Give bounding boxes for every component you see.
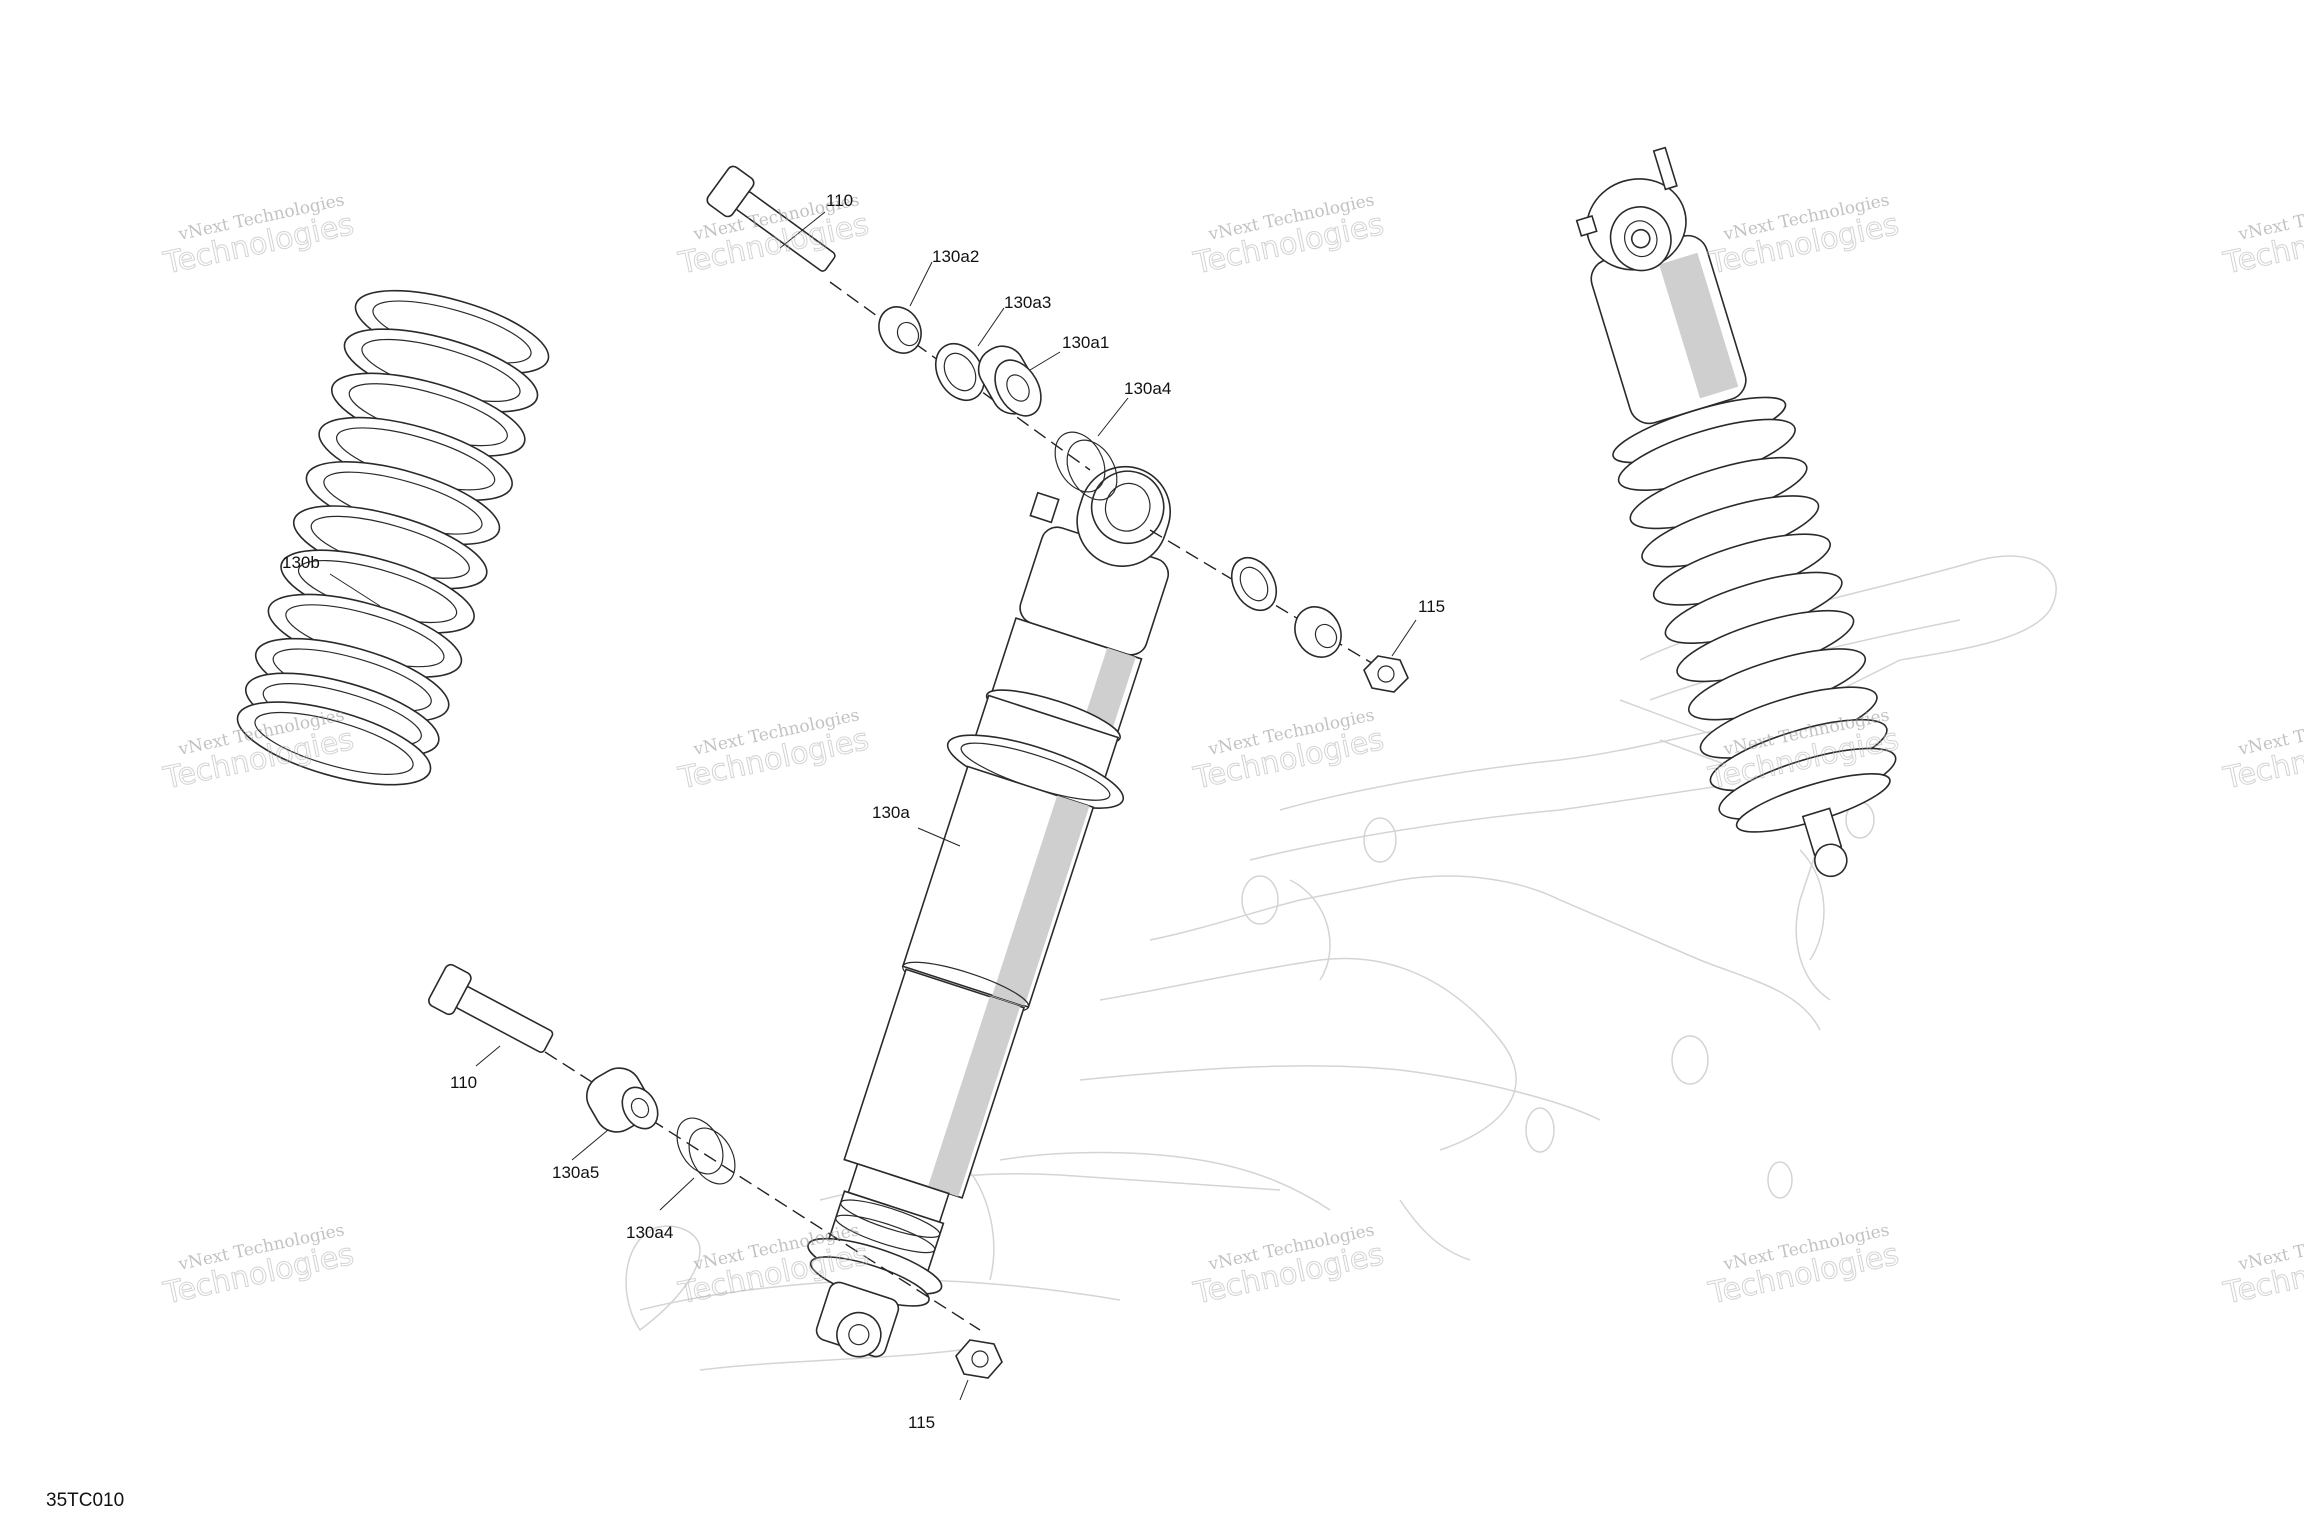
callout-spring: 130b: [282, 553, 320, 572]
callout-bushing-bottom: 130a5: [552, 1163, 599, 1182]
coil-spring-130b: [236, 289, 550, 786]
watermark: vNext Technologies Technologies: [1705, 190, 1903, 282]
bushing-130a2: [878, 306, 922, 354]
assembled-shock-coils: [1617, 418, 1897, 820]
watermark: vNext Technologies Technologies: [2220, 190, 2304, 282]
callout-nut-bottom: 115: [908, 1413, 935, 1432]
watermark: vNext Technologies Technologies: [1190, 190, 1388, 282]
callout-labels: 110 130a2 130a3 130a1 130a4 115 130b 130…: [282, 191, 1445, 1432]
washer-right: [1230, 556, 1278, 612]
watermark: vNext Technologies Technologies: [675, 705, 873, 797]
watermark: vNext Technologies Technologies: [2220, 1220, 2304, 1312]
callout-shock-body: 130a: [872, 803, 910, 822]
bolt-110-bottom: [428, 963, 554, 1053]
leader-lines: [329, 211, 1417, 1401]
watermark: vNext Technologies Technologies: [160, 1220, 358, 1312]
watermark: vNext Technologies Technologies: [160, 190, 358, 282]
nut-115-bottom: [955, 1339, 1003, 1379]
watermark: vNext Technologies Technologies: [1190, 705, 1388, 797]
bushing-right: [1294, 606, 1342, 658]
callout-bolt-top: 110: [826, 191, 853, 210]
washer-130a3: [934, 342, 986, 402]
circlip-130a4-bottom: [676, 1117, 736, 1185]
circlip-130a4-top: [1054, 431, 1118, 501]
callout-bolt-bottom: 110: [450, 1073, 477, 1092]
callout-nut-top: 115: [1418, 597, 1445, 616]
callout-bushing-top: 130a2: [932, 247, 979, 266]
bolt-110-top: [706, 165, 836, 272]
callout-washer-top: 130a3: [1004, 293, 1051, 312]
callout-bearing-top: 130a1: [1062, 333, 1109, 352]
nut-115-top: [1363, 655, 1409, 693]
bushing-130a5: [586, 1067, 659, 1133]
spring-coils: [236, 289, 550, 786]
drawing-id: 35TC010: [46, 1490, 124, 1511]
callout-circlip-top: 130a4: [1124, 379, 1171, 398]
watermark: vNext Technologies Technologies: [2220, 705, 2304, 797]
bearing-130a1: [977, 345, 1042, 417]
assembled-shock: [1575, 146, 1897, 878]
watermark: vNext Technologies Technologies: [1705, 1220, 1903, 1312]
shock-body-130a: [807, 465, 1172, 1358]
callout-circlip-bottom: 130a4: [626, 1223, 673, 1242]
watermark: vNext Technologies Technologies: [1190, 1220, 1388, 1312]
